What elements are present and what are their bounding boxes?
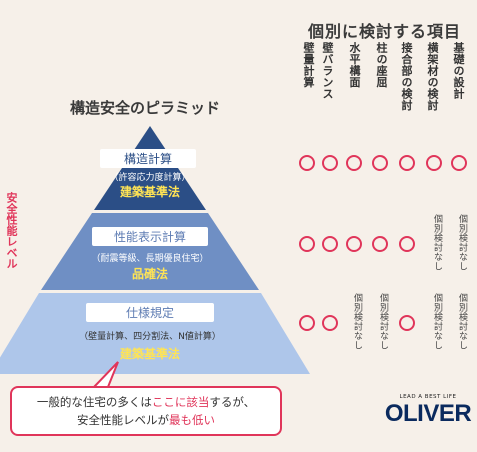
check-mark [346, 155, 362, 171]
check-mark [399, 236, 415, 252]
check-mark [451, 155, 467, 171]
col-head-column-buckling: 柱の座屈 [375, 42, 388, 88]
tier-top-sub: （許容応力度計算） [109, 173, 191, 183]
pyramid-tier-top [94, 126, 206, 210]
check-mark [426, 155, 442, 171]
tier-middle-sub: （耐震等級、長期優良住宅） [91, 254, 209, 264]
callout-line-1: 一般的な住宅の多くはここに該当するが、 [36, 395, 256, 409]
check-mark [299, 236, 315, 252]
col-head-beam-check: 横架材の検討 [426, 42, 439, 111]
no-individual-check-label: 個別検討なし [432, 293, 442, 350]
callout-line-2: 安全性能レベルが最も低い [77, 413, 215, 427]
pyramid-title: 構造安全のピラミッド [69, 99, 220, 117]
check-mark [399, 155, 415, 171]
no-individual-check-label: 個別検討なし [457, 214, 467, 271]
col-head-horizontal-plane: 水平構面 [348, 42, 361, 88]
items-title: 個別に検討する項目 [307, 22, 461, 41]
tier-bottom-law: 建築基準法 [119, 347, 180, 361]
check-mark [322, 155, 338, 171]
tier-top-label: 構造計算 [100, 149, 196, 168]
pyramid-tier-bottom [0, 293, 310, 374]
callout-box: 一般的な住宅の多くはここに該当するが、 安全性能レベルが最も低い [10, 386, 282, 436]
oliver-logo: OLIVER [384, 400, 472, 427]
no-individual-check-label: 個別検討なし [378, 293, 388, 350]
check-mark [372, 155, 388, 171]
check-mark [322, 315, 338, 331]
check-mark [372, 236, 388, 252]
check-mark [399, 315, 415, 331]
no-individual-check-label: 個別検討なし [432, 214, 442, 271]
tier-middle-label: 性能表示計算 [92, 227, 208, 246]
col-head-joint-check: 接合部の検討 [400, 42, 413, 111]
tier-bottom-label: 仕様規定 [86, 303, 214, 322]
tier-top-law: 建築基準法 [119, 185, 180, 199]
no-individual-check-label: 個別検討なし [352, 293, 362, 350]
safety-level-label: 安全性能レベル [5, 192, 18, 269]
check-mark [299, 155, 315, 171]
no-individual-check-label: 個別検討なし [457, 293, 467, 350]
logo-tagline: LEAD A BEST LIFE [399, 394, 457, 400]
tier-middle-law: 品確法 [131, 267, 168, 281]
col-head-wall-quantity: 壁量計算 [302, 42, 315, 88]
check-mark [322, 236, 338, 252]
col-head-foundation-design: 基礎の設計 [452, 42, 465, 100]
col-head-wall-balance: 壁バランス [321, 42, 334, 100]
tier-bottom-sub: （壁量計算、四分割法、N値計算） [79, 332, 221, 342]
check-mark [299, 315, 315, 331]
check-mark [346, 236, 362, 252]
